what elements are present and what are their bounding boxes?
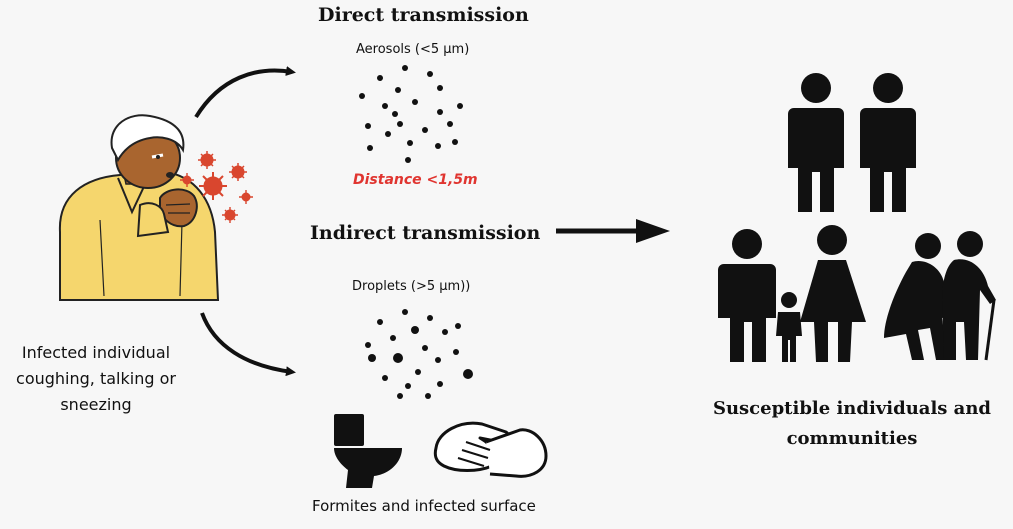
arrow-right-icon: [556, 219, 670, 243]
aerosols-label: Aerosols (<5 μm): [356, 42, 470, 57]
toilet-icon: [334, 414, 402, 488]
fomites-label: Formites and infected surface: [312, 497, 536, 515]
susceptible-people-illustration: [718, 73, 996, 362]
aerosol-particles: [359, 65, 463, 163]
virus-icon: [180, 151, 253, 223]
infected-person-illustration: [58, 114, 220, 301]
droplets-label: Droplets (>5 μm)): [352, 279, 471, 294]
droplet-particles: [365, 309, 473, 399]
indirect-transmission-title: Indirect transmission: [310, 222, 541, 244]
distance-label: Distance <1,5m: [353, 172, 478, 188]
handshake-icon: [433, 421, 548, 478]
person-icon: [860, 73, 916, 212]
child-icon: [776, 292, 802, 362]
direct-transmission-title: Direct transmission: [318, 4, 529, 26]
susceptible-individuals-label: Susceptible individuals and communities: [712, 398, 992, 449]
curved-arrow-icon: [200, 312, 296, 377]
elderly-couple-icon: [884, 231, 996, 361]
person-icon: [718, 229, 776, 362]
woman-icon: [800, 225, 866, 362]
curved-arrow-icon: [194, 66, 296, 119]
infected-individual-label: Infected individual coughing, talking or…: [16, 343, 176, 414]
person-icon: [788, 73, 844, 212]
